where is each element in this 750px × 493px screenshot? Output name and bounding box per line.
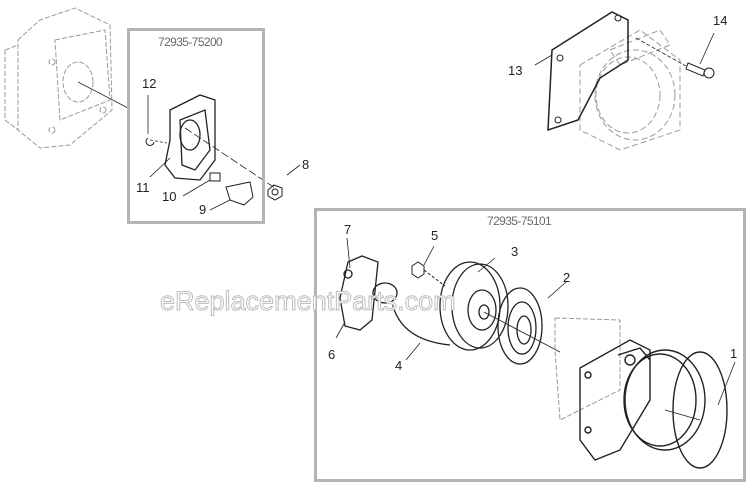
callout-12: 12 xyxy=(142,76,157,91)
callout-8: 8 xyxy=(302,157,310,172)
gasket-part-13 xyxy=(547,11,629,132)
clip-part-12 xyxy=(145,137,155,146)
housing-phantom xyxy=(579,29,681,151)
spring-part-2 xyxy=(497,287,543,365)
callout-3: 3 xyxy=(511,244,519,259)
callout-1: 1 xyxy=(730,346,738,361)
leader-engine xyxy=(77,81,129,109)
kit-box-72935-75101 xyxy=(314,208,746,482)
callout-6: 6 xyxy=(328,347,336,362)
callout-5: 5 xyxy=(431,228,439,243)
callout-7: 7 xyxy=(344,222,352,237)
callout-2: 2 xyxy=(563,270,571,285)
callout-11: 11 xyxy=(136,180,150,195)
callout-13: 13 xyxy=(508,63,523,78)
callout-9: 9 xyxy=(199,202,207,217)
callout-14: 14 xyxy=(713,13,728,28)
engine-block-phantom xyxy=(4,7,113,149)
kit-label: 72935-75200 xyxy=(158,35,223,49)
bolt-part-14 xyxy=(635,37,715,79)
cover-part-1 xyxy=(672,351,728,469)
nut-part-8 xyxy=(267,184,283,201)
bolt-part-5 xyxy=(411,261,446,287)
grip-part-6 xyxy=(339,255,379,331)
rope-part-4 xyxy=(372,282,451,346)
kit-box-72935-75200 xyxy=(127,28,265,224)
gasket-phantom xyxy=(554,317,621,421)
kit-label: 72935-75101 xyxy=(487,214,552,228)
pulley-part-3 xyxy=(439,261,509,351)
knob-part-9 xyxy=(225,181,254,206)
callout-10: 10 xyxy=(162,189,177,204)
cover-part-11 xyxy=(164,94,216,181)
watermark: eReplacementParts.com xyxy=(160,286,457,317)
case-part-starter xyxy=(579,339,706,461)
callout-4: 4 xyxy=(395,358,403,373)
spring-part-10 xyxy=(209,172,221,182)
